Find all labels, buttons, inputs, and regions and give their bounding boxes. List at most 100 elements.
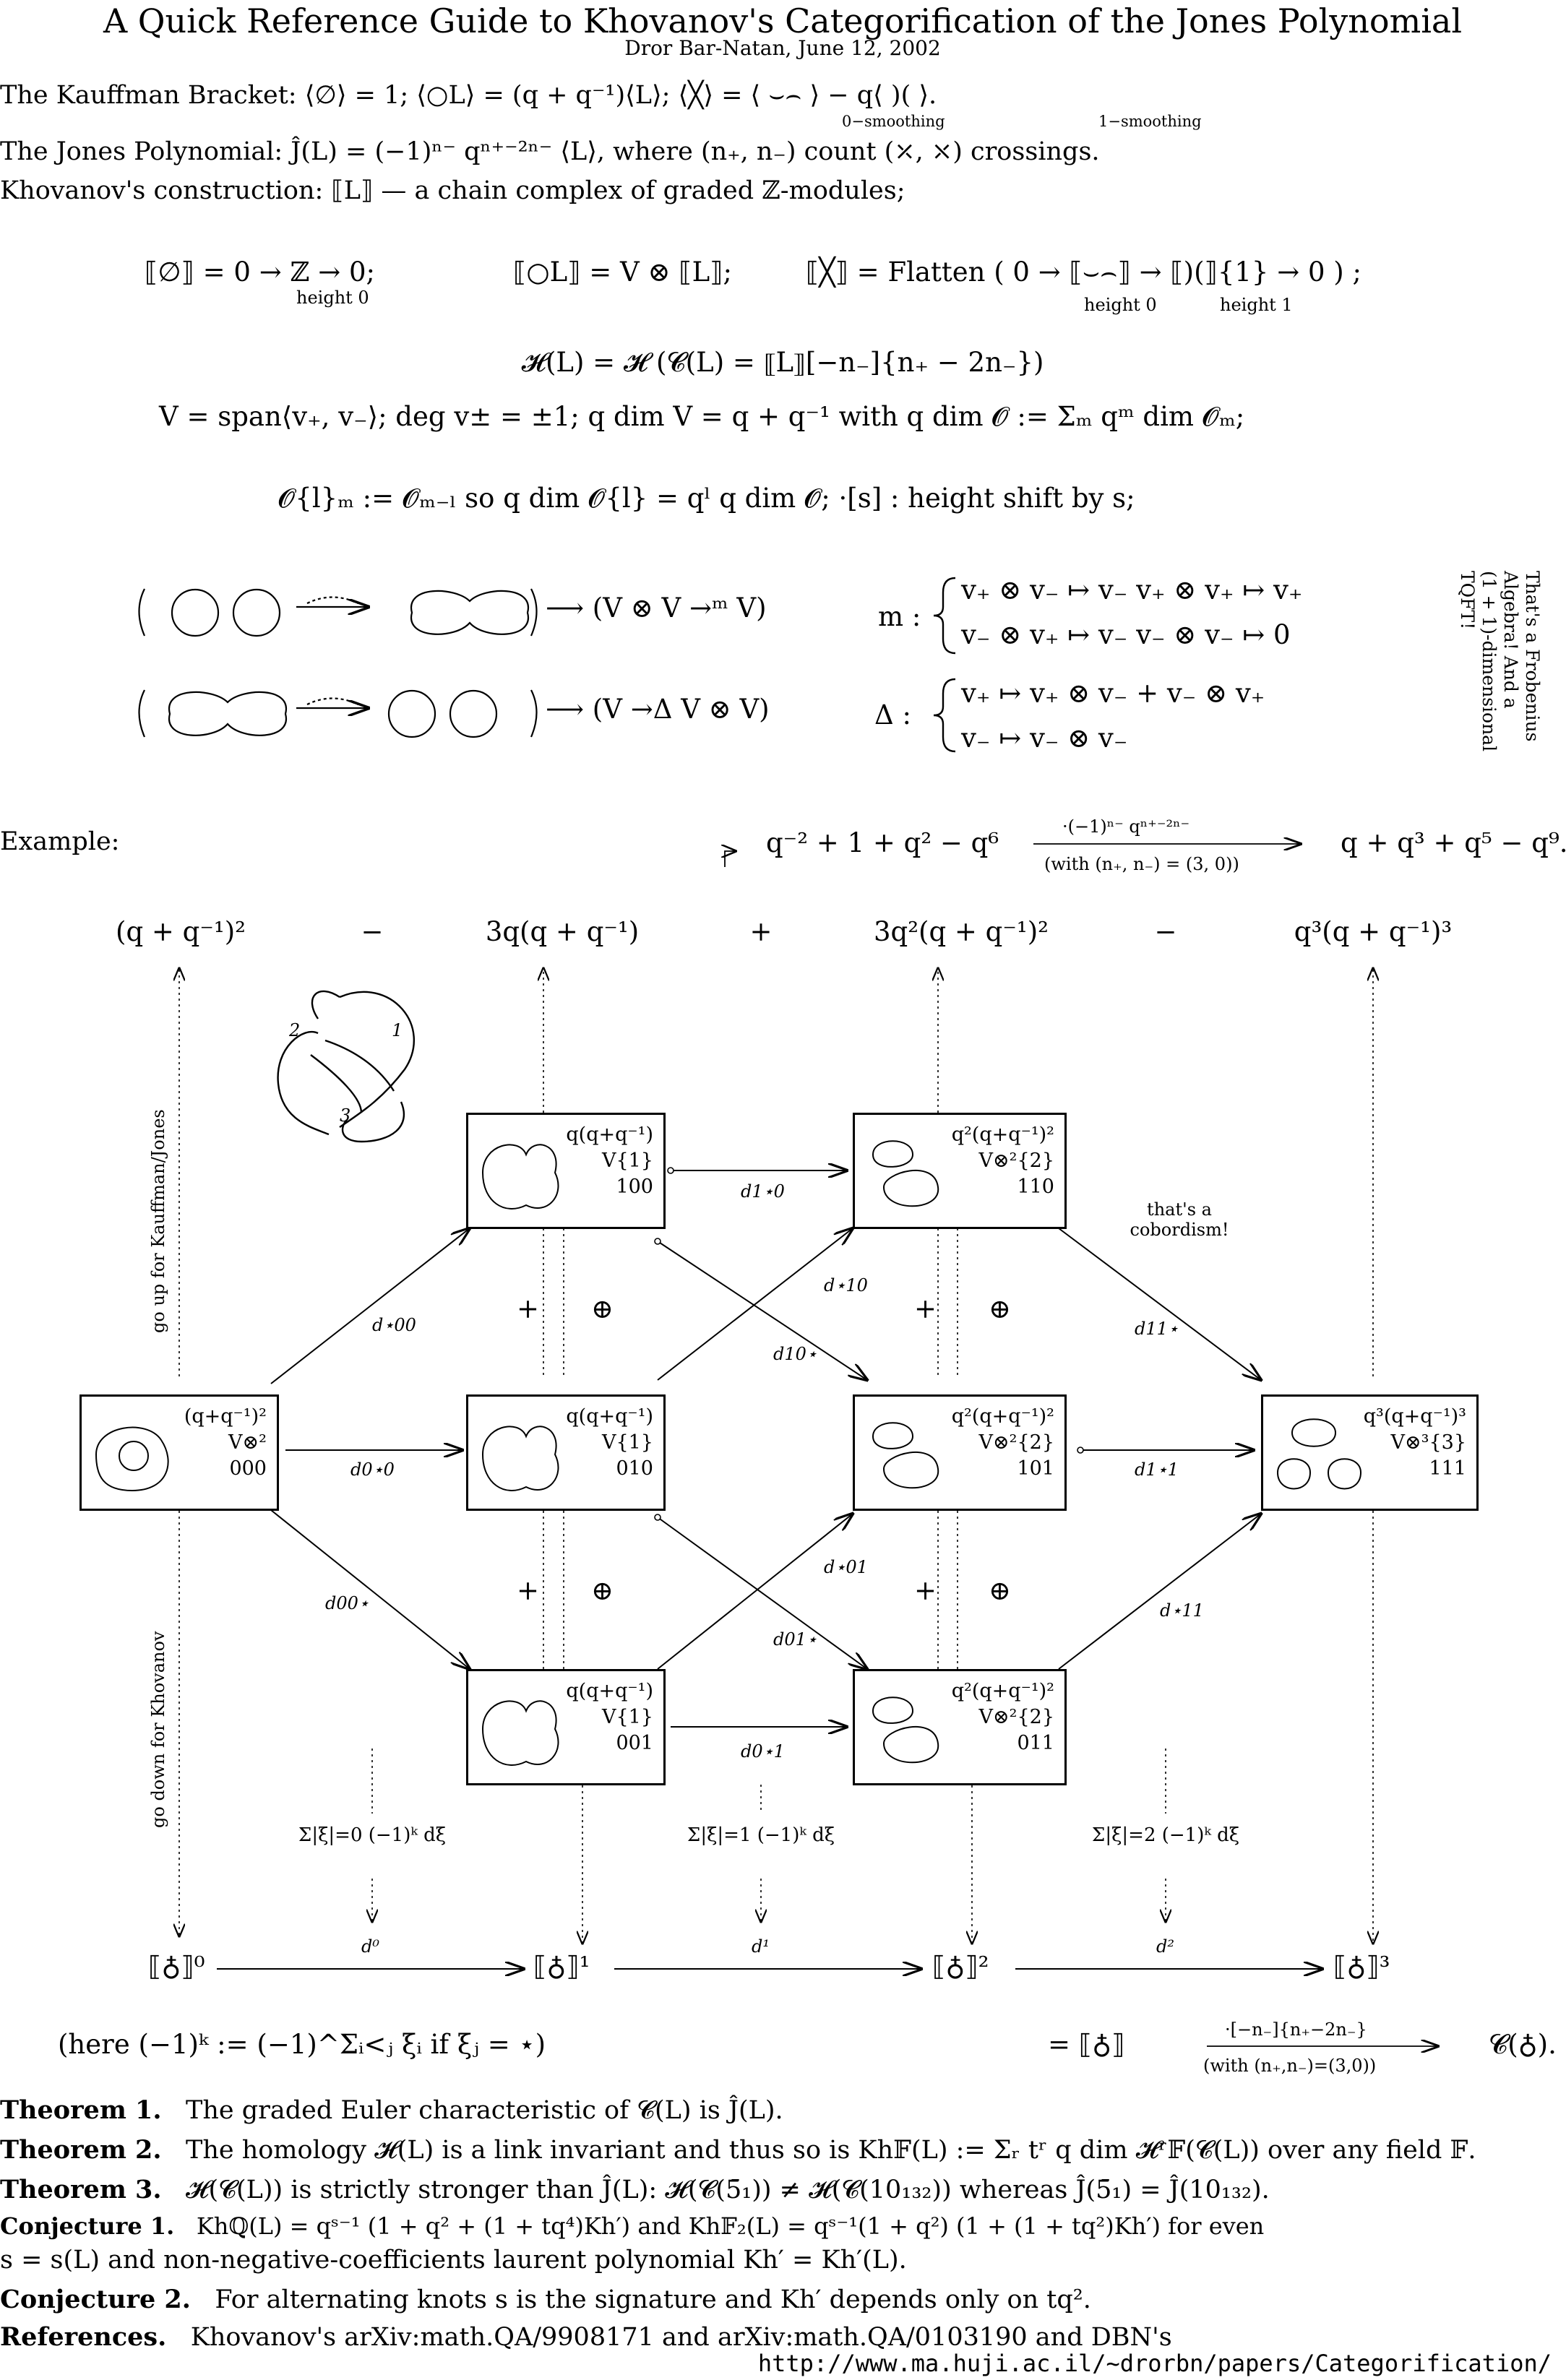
box-code: 111: [1429, 1457, 1466, 1480]
box-code: 010: [616, 1457, 653, 1480]
top-sign-3: −: [1154, 916, 1177, 947]
box-code: 110: [1017, 1176, 1054, 1198]
top-term-0: (q + q⁻¹)²: [116, 916, 246, 947]
box-poly: q(q+q⁻¹): [566, 1680, 653, 1702]
differential-2: d²: [1156, 1936, 1174, 1957]
complex-term-3: ⟦♁⟧³: [1333, 1951, 1390, 1982]
theorem-label: Theorem 3.: [0, 2175, 162, 2204]
smoothing-icon: [481, 1426, 559, 1491]
oplus-marker: ⊕: [989, 1575, 1012, 1606]
example-poly-right: q + q³ + q⁵ − q⁹.: [1341, 827, 1566, 858]
kauffman-sub-0: 0−smoothing: [842, 113, 945, 130]
example-poly-left: q⁻² + 1 + q² − q⁶: [766, 827, 999, 858]
box-code: 000: [229, 1457, 267, 1480]
complex-term-2: ⟦♁⟧²: [932, 1951, 989, 1982]
byline: Dror Bar-Natan, June 12, 2002: [624, 36, 941, 60]
example-corner-arrow: [725, 851, 736, 867]
trefoil-label-2: 2: [289, 1020, 301, 1040]
theorem-text: The graded Euler characteristic of 𝓒(L) …: [185, 2096, 783, 2125]
theorem-text: Khℚ(L) = qˢ⁻¹ (1 + q² + (1 + tq⁴)Kh′) an…: [196, 2212, 1265, 2240]
eq-crossing-sub1: height 1: [1220, 295, 1293, 315]
conjecture-1: Conjecture 1. Khℚ(L) = qˢ⁻¹ (1 + q² + (1…: [0, 2212, 1264, 2240]
complex-term-0: ⟦♁⟧⁰: [148, 1951, 205, 1982]
oplus-marker: ⊕: [591, 1293, 614, 1324]
split-map: ⟶ (V →Δ V ⊗ V): [546, 694, 770, 725]
theorem-label: Conjecture 1.: [0, 2212, 175, 2240]
edge-label-0star0: d0⋆0: [350, 1460, 395, 1480]
cube-vertex-011: q²(q+q⁻¹)² V⊗²{2} 011: [853, 1669, 1067, 1785]
trefoil-label-1: 1: [392, 1020, 403, 1040]
edge-label-star00: d⋆00: [372, 1315, 416, 1335]
cobordism-note-line-1: that's a: [1147, 1199, 1212, 1220]
theorem-label: References.: [0, 2322, 167, 2352]
cube-vertex-001: q(q+q⁻¹) V{1} 001: [466, 1669, 666, 1785]
theorem-2: Theorem 2. The homology 𝓗(L) is a link i…: [0, 2135, 1476, 2165]
cube-vertex-100: q(q+q⁻¹) V{1} 100: [466, 1113, 666, 1229]
plus-marker: +: [914, 1575, 937, 1606]
box-poly: (q+q⁻¹)²: [184, 1405, 267, 1428]
eq-circle: ⟦○L⟧ = V ⊗ ⟦L⟧;: [513, 256, 732, 288]
edge-label-1star0: d1⋆0: [741, 1181, 785, 1202]
eq-empty-sub: height 0: [296, 288, 369, 308]
edge-label-0star1: d0⋆1: [741, 1741, 785, 1762]
box-code: 011: [1017, 1732, 1054, 1754]
theorem-text: Khovanov's arXiv:math.QA/9908171 and arX…: [190, 2323, 1172, 2352]
box-space: V⊗³{3}: [1390, 1431, 1466, 1454]
theorem-3: Theorem 3. 𝓗(𝓒(L)) is strictly stronger …: [0, 2175, 1270, 2204]
theorem-label: Theorem 2.: [0, 2135, 162, 2165]
example-arrow-bottom: (with (n₊, n₋) = (3, 0)): [1044, 854, 1239, 874]
edge-label-11star: d11⋆: [1135, 1319, 1179, 1339]
final-arrow-top: ·[−n₋]{n₊−2n₋}: [1225, 2019, 1367, 2040]
conjecture-1-continued: s = s(L) and non-negative-coefficients l…: [0, 2246, 907, 2275]
box-poly: q²(q+q⁻¹)²: [951, 1680, 1054, 1702]
smoothing-icon: [481, 1700, 559, 1766]
oplus-marker: ⊕: [989, 1293, 1012, 1324]
box-space: V{1}: [601, 1150, 653, 1172]
m-label: m :: [878, 601, 921, 632]
cobordism-note: that's a cobordism!: [1130, 1199, 1229, 1240]
edge-label-01star: d01⋆: [773, 1629, 817, 1650]
theorem-label: Theorem 1.: [0, 2095, 162, 2125]
delta-row-2: v₋ ↦ v₋ ⊗ v₋: [961, 723, 1128, 754]
theorem-text: s = s(L) and non-negative-coefficients l…: [0, 2246, 907, 2275]
box-code: 001: [616, 1732, 653, 1754]
box-poly: q(q+q⁻¹): [566, 1405, 653, 1428]
trefoil-knot: [277, 990, 415, 1143]
edge-label-star11: d⋆11: [1160, 1600, 1204, 1621]
eq-vector-space: V = span⟨v₊, v₋⟩; deg v± = ±1; q dim V =…: [159, 401, 1245, 432]
kauffman-sub-1: 1−smoothing: [1098, 113, 1202, 130]
sign-note: (here (−1)ᵏ := (−1)^Σᵢ<ⱼ ξᵢ if ξⱼ = ⋆): [58, 2029, 546, 2060]
box-code: 101: [1017, 1457, 1054, 1480]
oplus-marker: ⊕: [591, 1575, 614, 1606]
top-sign-2: +: [749, 916, 773, 947]
cube-vertex-000: (q+q⁻¹)² V⊗² 000: [79, 1394, 279, 1511]
m-brace: [933, 577, 956, 655]
sum-height-2: Σ|ξ|=2 (−1)ᵏ dξ: [1091, 1824, 1240, 1846]
side-label-down: go down for Khovanov: [148, 1631, 168, 1828]
edge-label-star10: d⋆10: [824, 1275, 868, 1295]
eq-crossing: ⟦╳⟧ = Flatten ( 0 → ⟦⌣⌢⟧ → ⟦)(⟧{1} → 0 )…: [806, 256, 1361, 288]
reference-url[interactable]: http://www.ma.huji.ac.il/~drorbn/papers/…: [757, 2350, 1552, 2377]
eq-homology: 𝓗(L) = 𝓗 (𝓒(L) = ⟦L⟧[−n₋]{n₊ − 2n₋}): [521, 347, 1044, 378]
box-space: V⊗²{2}: [978, 1706, 1054, 1728]
side-label-up: go up for Kauffman/Jones: [148, 1109, 168, 1333]
cube-vertex-110: q²(q+q⁻¹)² V⊗²{2} 110: [853, 1113, 1067, 1229]
box-space: V⊗²: [228, 1431, 267, 1454]
delta-label: Δ :: [874, 699, 911, 730]
box-poly: q³(q+q⁻¹)³: [1363, 1405, 1466, 1428]
smoothing-icon: [872, 1140, 939, 1207]
khovanov-construction-line: Khovanov's construction: ⟦L⟧ — a chain c…: [0, 176, 905, 205]
box-space: V{1}: [601, 1706, 653, 1728]
box-poly: q²(q+q⁻¹)²: [951, 1124, 1054, 1146]
plus-marker: +: [914, 1293, 937, 1324]
eq-empty: ⟦∅⟧ = 0 → ℤ → 0;: [145, 256, 375, 288]
differential-1: d¹: [752, 1936, 770, 1957]
merge-cobordism: [138, 588, 538, 637]
sum-height-0: Σ|ξ|=0 (−1)ᵏ dξ: [298, 1824, 447, 1846]
complex-term-1: ⟦♁⟧¹: [533, 1951, 590, 1982]
final-arrow-bottom: (with (n₊,n₋)=(3,0)): [1203, 2056, 1377, 2076]
frobenius-side-note: That's a Frobenius Algebra! And a (1 + 1…: [1438, 571, 1561, 766]
box-space: V⊗²{2}: [978, 1431, 1054, 1454]
edge-source-dots: [654, 1167, 1084, 1521]
plus-marker: +: [517, 1575, 540, 1606]
